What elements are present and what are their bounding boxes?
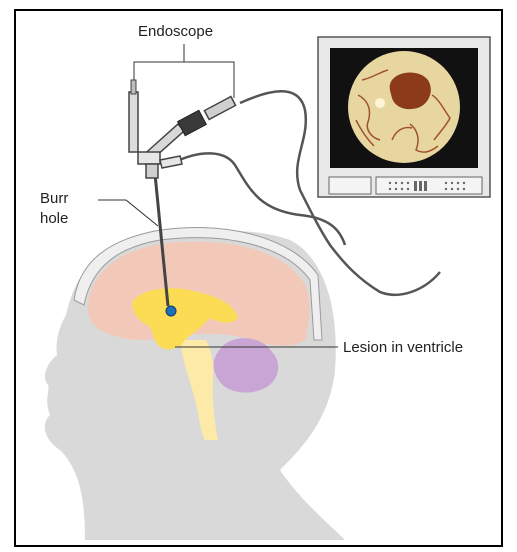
view-lesion (390, 73, 431, 110)
monitor-panel-right (376, 177, 482, 194)
monitor (318, 37, 490, 197)
endoscope-label: Endoscope (138, 23, 213, 41)
endoscope-bracket (134, 44, 234, 98)
burr-hole-label-line2: hole (40, 210, 68, 228)
burr-hole-leader (98, 200, 158, 226)
burr-hole-label-line1: Burr (40, 190, 68, 208)
lesion-label: Lesion in ventricle (343, 339, 463, 357)
monitor-panel-left (329, 177, 371, 194)
ventricle-lesion (166, 306, 176, 316)
